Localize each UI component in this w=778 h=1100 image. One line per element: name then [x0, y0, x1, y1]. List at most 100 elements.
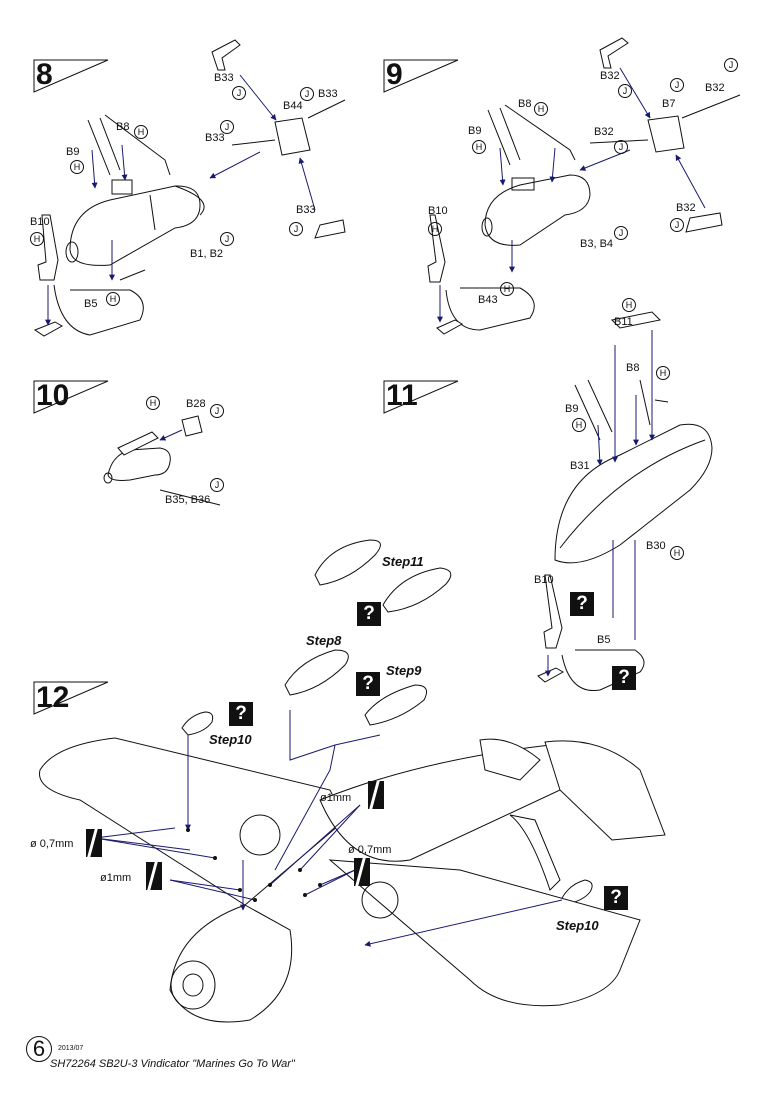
part-label: B28: [186, 398, 206, 410]
part-label: B32: [594, 126, 614, 138]
part-label: B8: [518, 98, 532, 110]
j-icon: J: [289, 222, 303, 236]
kit-title: SH72264 SB2U-3 Vindicator "Marines Go To…: [50, 1058, 295, 1070]
question-icon: ?: [570, 592, 594, 616]
question-icon: ?: [357, 602, 381, 626]
part-label: B5: [597, 634, 611, 646]
j-icon: J: [670, 78, 684, 92]
h-icon: H: [146, 396, 160, 410]
question-icon: ?: [356, 672, 380, 696]
part-label: B35, B36: [165, 494, 211, 506]
part-label: B9: [468, 125, 482, 137]
step-reference: Step10: [556, 918, 599, 933]
part-label: B32: [600, 70, 620, 82]
part-label: B32: [705, 82, 725, 94]
part-label: B7: [662, 98, 676, 110]
step8-drawing: [33, 39, 346, 337]
step-flag-10: [33, 380, 109, 414]
h-icon: H: [670, 546, 684, 560]
part-label: B30: [646, 540, 666, 552]
step8-arrows: [45, 74, 316, 326]
drill-bit-icon: [86, 829, 102, 857]
part-label: B10: [534, 574, 554, 586]
step-reference: Step9: [386, 663, 422, 678]
question-icon: ?: [229, 702, 253, 726]
part-label: B32: [676, 202, 696, 214]
step10-arrows: [159, 429, 183, 441]
h-icon: H: [70, 160, 84, 174]
step-reference: Step10: [209, 732, 252, 747]
part-label: B11: [614, 316, 633, 328]
part-label: B33: [318, 88, 338, 100]
step12-locator-dots: [186, 828, 322, 902]
step-number-10: 10: [36, 379, 70, 412]
question-icon: ?: [604, 886, 628, 910]
h-icon: H: [622, 298, 636, 312]
step-flag-8: [33, 59, 109, 93]
step-number-12: 12: [36, 681, 70, 714]
step12-bombs: [181, 539, 593, 905]
step-number-11: 11: [386, 379, 418, 412]
step12-aircraft: [39, 737, 666, 1023]
question-icon: ?: [612, 666, 636, 690]
h-icon: H: [534, 102, 548, 116]
h-icon: H: [656, 366, 670, 380]
step12-lines: [94, 710, 563, 947]
step-flag-9: [383, 59, 459, 93]
drill-label: ø1mm: [320, 792, 352, 804]
j-icon: J: [670, 218, 684, 232]
drill-bit-icon: [368, 781, 384, 809]
j-icon: J: [220, 120, 234, 134]
step-number-8: 8: [36, 58, 53, 91]
part-label: B8: [626, 362, 640, 374]
part-label: B33: [296, 204, 316, 216]
step11-arrows: [545, 330, 655, 677]
step-number-9: 9: [386, 58, 403, 91]
part-label: B10: [428, 205, 448, 217]
j-icon: J: [614, 140, 628, 154]
step-reference: Step11: [382, 554, 424, 569]
part-label: B33: [205, 132, 225, 144]
j-icon: J: [210, 404, 224, 418]
drill-label: ø1mm: [100, 872, 132, 884]
step11-drawing: [537, 311, 713, 692]
part-label: B8: [116, 121, 130, 133]
step-reference: Step8: [306, 633, 342, 648]
drill-label: ø 0,7mm: [348, 844, 392, 856]
j-icon: J: [724, 58, 738, 72]
part-label: B9: [565, 403, 579, 415]
part-label: B33: [214, 72, 234, 84]
print-date: 2013/07: [58, 1045, 84, 1052]
part-label: B5: [84, 298, 98, 310]
part-label: B10: [30, 216, 50, 228]
h-icon: H: [134, 125, 148, 139]
drill-bit-icon: [146, 862, 162, 890]
part-label: B44: [283, 100, 303, 112]
step-flag-12: [33, 681, 109, 715]
page-number: 6: [26, 1036, 52, 1062]
h-icon: H: [500, 282, 514, 296]
part-label: B31: [570, 460, 590, 472]
h-icon: H: [106, 292, 120, 306]
drill-bit-icon: [354, 858, 370, 886]
part-label: B9: [66, 146, 80, 158]
step-flag-11: [383, 380, 459, 414]
j-icon: J: [232, 86, 246, 100]
part-label: B3, B4: [580, 238, 614, 250]
step10-drawing: [103, 415, 221, 506]
part-label: B43: [478, 294, 498, 306]
j-icon: J: [618, 84, 632, 98]
h-icon: H: [472, 140, 486, 154]
step9-arrows: [437, 67, 706, 323]
drill-label: ø 0,7mm: [30, 838, 74, 850]
h-icon: H: [572, 418, 586, 432]
part-label: B1, B2: [190, 248, 224, 260]
j-icon: J: [220, 232, 234, 246]
h-icon: H: [428, 222, 442, 236]
j-icon: J: [300, 87, 314, 101]
j-icon: J: [614, 226, 628, 240]
h-icon: H: [30, 232, 44, 246]
j-icon: J: [210, 478, 224, 492]
